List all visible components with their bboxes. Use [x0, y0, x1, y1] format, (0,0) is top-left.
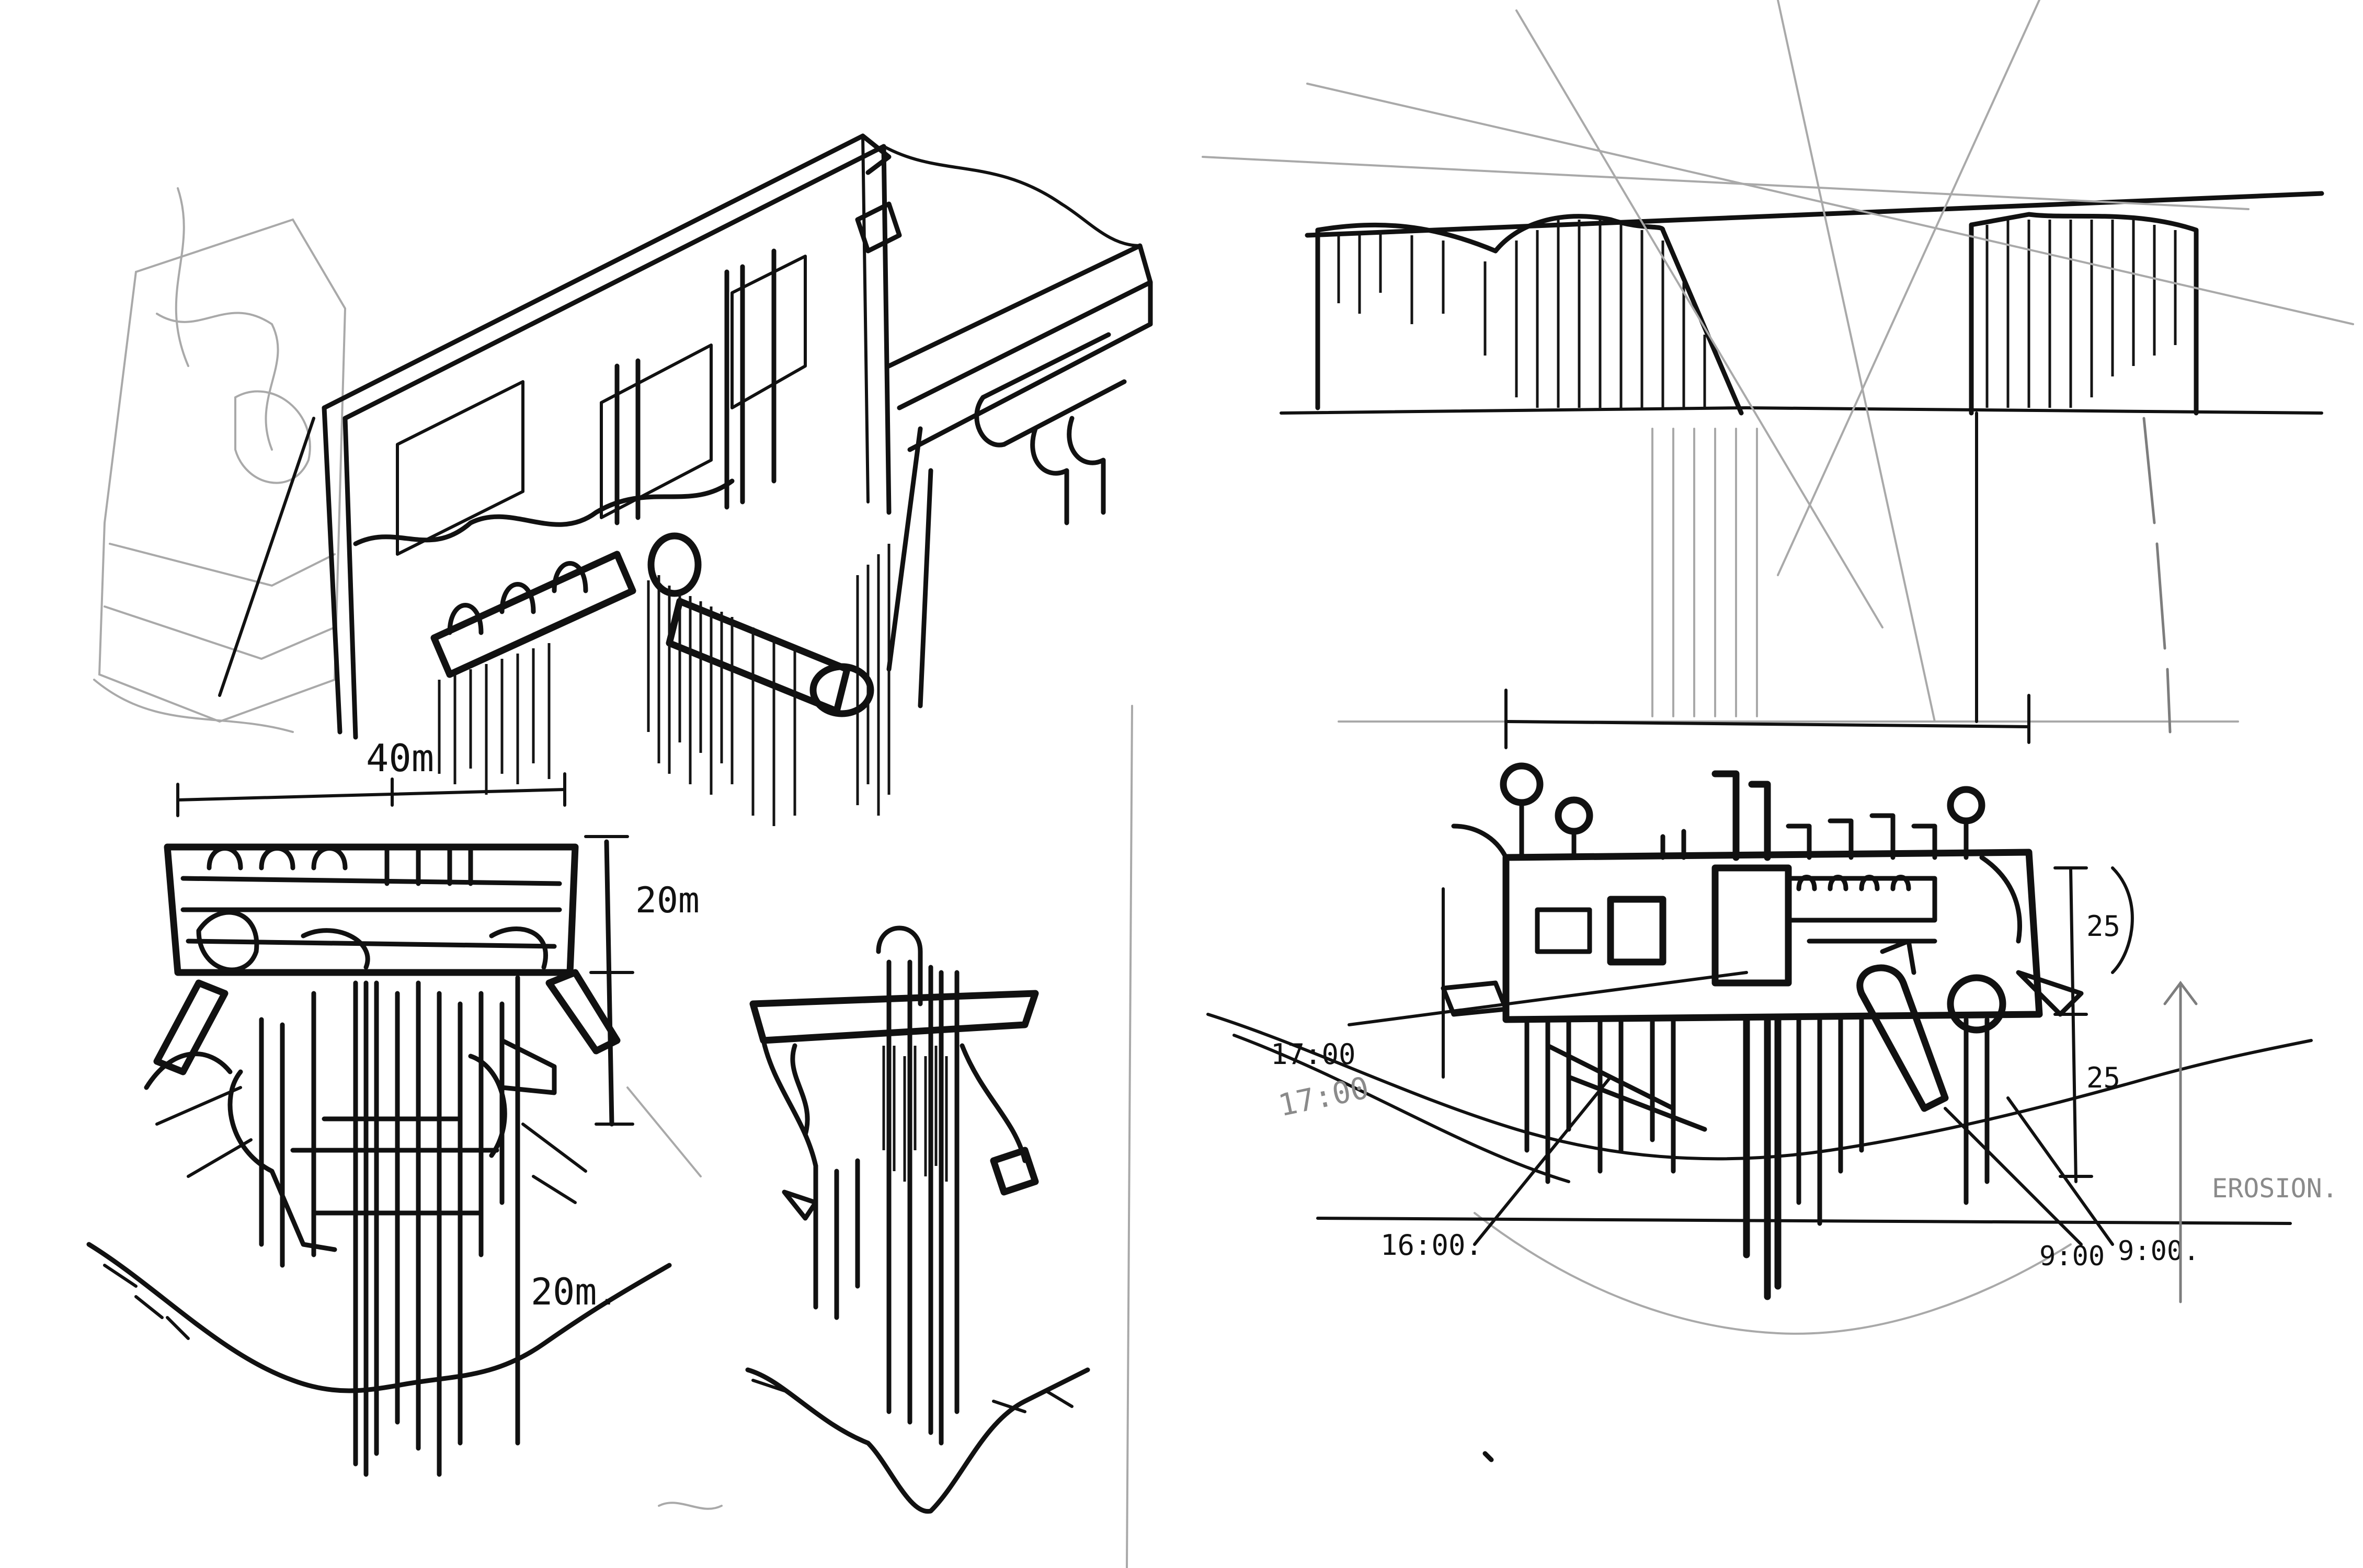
dimension-40m: 40m	[176, 736, 566, 817]
page-fold-line	[1126, 705, 1133, 1568]
canyon-section-right	[1280, 191, 2324, 416]
time-900-a: 9:00	[2039, 1241, 2105, 1272]
erosion-label: EROSION.	[2212, 1173, 2338, 1204]
elevation-small-hatching	[882, 1046, 948, 1182]
erosion-arrow: EROSION.	[2163, 980, 2338, 1303]
dimension-top-right	[1504, 689, 2030, 749]
label-20m: 20m	[635, 880, 700, 921]
time-1600: 16:00.	[1380, 1229, 1482, 1262]
time-1700-ink: 17:00	[1271, 1038, 1356, 1071]
pencil-underdrawing-left	[93, 187, 347, 733]
block-underside-hatching	[438, 544, 891, 826]
canyon-hatching	[1337, 220, 2177, 408]
time-900-b: 9:00.	[2118, 1235, 2200, 1267]
elevation-sketch-small	[745, 925, 1090, 1514]
label-20m-depth: 20m.	[531, 1271, 619, 1313]
dimension-right-vertical: 25 25	[2053, 866, 2134, 1183]
ground-profile-right: 17:00 17:00 16:00. 9:00 9:00.	[1206, 971, 2313, 1335]
isometric-canyon-building	[218, 133, 1153, 826]
dimension-20m: 20m	[584, 835, 700, 1127]
building-elevation-right	[1441, 762, 2084, 1300]
ground-profile-left: 20m.	[86, 975, 702, 1446]
time-1700-pencil: 17:00	[1275, 1070, 1372, 1124]
section-sketch-left	[144, 843, 621, 1477]
stray-mark	[658, 1502, 723, 1510]
sun-ray-lines	[1202, 0, 2354, 734]
label-25-upper: 25	[2086, 910, 2120, 943]
stray-mark	[1482, 1451, 1494, 1462]
label-40m: 40m	[366, 736, 434, 780]
label-25-lower: 25	[2086, 1061, 2120, 1094]
